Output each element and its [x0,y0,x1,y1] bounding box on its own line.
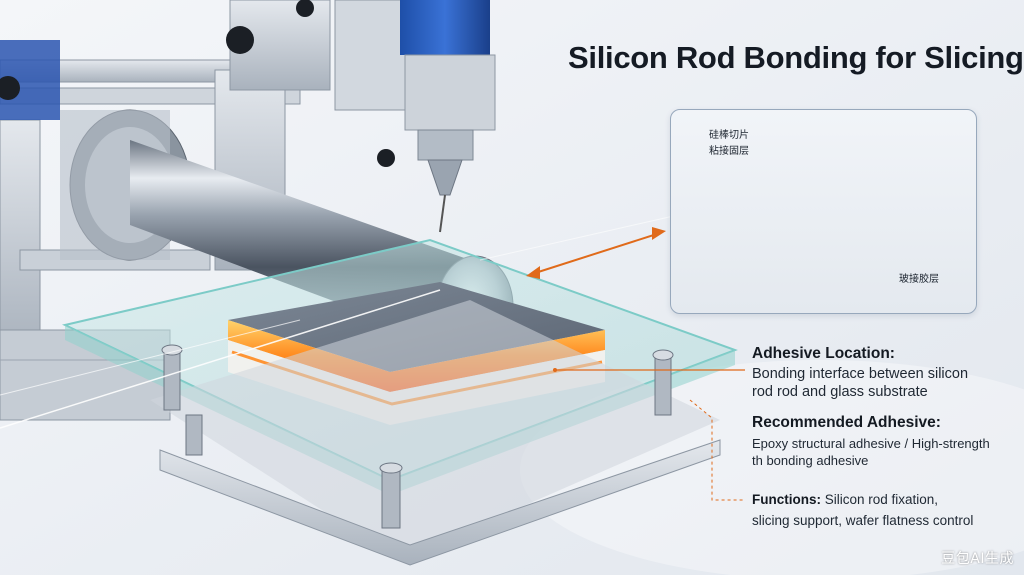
recommended-adhesive-heading: Recommended Adhesive: [752,414,941,431]
callout-arrow [526,227,666,279]
adhesive-location-heading: Adhesive Location: [752,345,895,362]
adhesive-location-line-1: Bonding interface between silicon [752,366,969,382]
functions-line-2: slicing support, wafer flatness control [752,513,974,528]
inset-label-top-2: 粘接固层 [709,146,749,157]
inset-detail-box [670,109,977,314]
adhesive-location-line-2: rod rod and glass substrate [752,384,928,400]
leader-lines [553,368,745,501]
page-title: Silicon Rod Bonding for Slicing [568,40,1024,75]
inset-label-bottom: 玻接胶层 [899,274,939,285]
guide-lines [0,209,701,429]
base-plate [150,300,721,566]
dispenser-head [226,0,496,233]
watermark: 豆包AI生成 [941,551,1014,567]
recommended-adhesive-line-1: Epoxy structural adhesive / High-strengt… [752,436,990,451]
functions-line-1-text: Silicon rod fixation, [821,492,939,507]
functions-heading: Functions: [752,492,821,507]
recommended-adhesive-line-2: th bonding adhesive [752,453,869,468]
functions-line-1: Functions: Silicon rod fixation, [752,492,938,507]
inset-label-top-1: 硅棒切片 [709,130,749,141]
